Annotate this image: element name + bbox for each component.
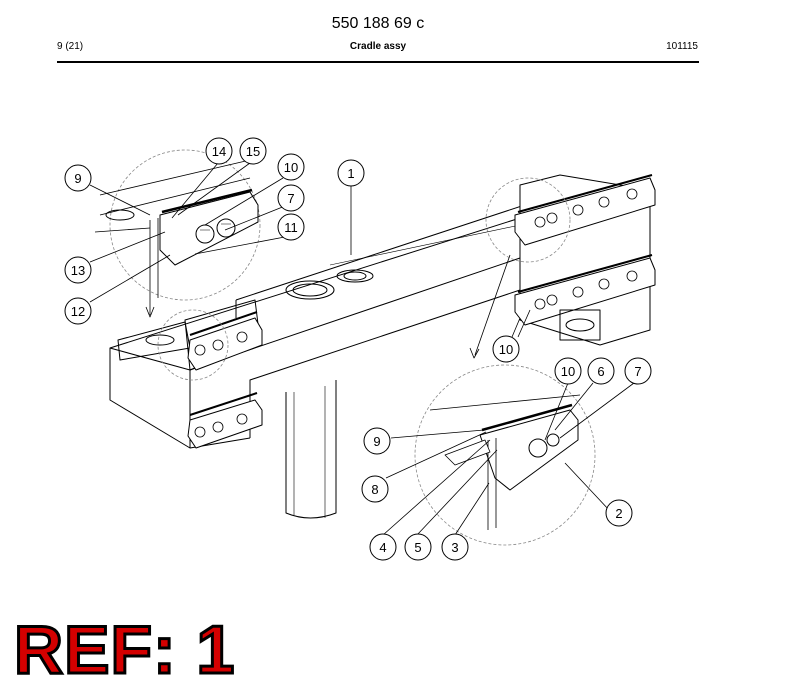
callout-11: 11 xyxy=(277,213,305,241)
svg-text:2: 2 xyxy=(615,506,622,521)
left-end-plate xyxy=(117,299,263,449)
svg-text:13: 13 xyxy=(71,263,85,278)
callout-10-upper: 10 xyxy=(277,153,305,181)
svg-text:5: 5 xyxy=(414,540,421,555)
callout-1: 1 xyxy=(337,159,365,187)
callout-8: 8 xyxy=(361,475,389,503)
callout-14: 14 xyxy=(205,137,233,165)
callout-7-lower: 7 xyxy=(624,357,652,385)
svg-text:7: 7 xyxy=(287,191,294,206)
svg-text:14: 14 xyxy=(212,144,226,159)
detail-circles xyxy=(109,149,596,546)
callout-3: 3 xyxy=(441,533,469,561)
svg-text:1: 1 xyxy=(347,166,354,181)
right-end-plate xyxy=(514,174,656,346)
header-divider xyxy=(57,61,699,63)
svg-text:4: 4 xyxy=(379,540,386,555)
page-title: Cradle assy xyxy=(349,41,407,52)
callout-6: 6 xyxy=(587,357,615,385)
svg-text:12: 12 xyxy=(71,304,85,319)
svg-text:10: 10 xyxy=(284,160,298,175)
post xyxy=(285,380,337,519)
date-code: 101115 xyxy=(666,41,698,52)
svg-text:15: 15 xyxy=(246,144,260,159)
callout-15: 15 xyxy=(239,137,267,165)
svg-text:9: 9 xyxy=(74,171,81,186)
callout-12: 12 xyxy=(64,297,92,325)
callout-4: 4 xyxy=(369,533,397,561)
callout-10-lower: 10 xyxy=(554,357,582,385)
callout-2: 2 xyxy=(605,499,633,527)
callout-13: 13 xyxy=(64,256,92,284)
svg-text:6: 6 xyxy=(597,364,604,379)
svg-text:9: 9 xyxy=(373,434,380,449)
callout-10-middle: 10 xyxy=(492,335,520,363)
svg-text:11: 11 xyxy=(284,220,298,235)
callout-9-lower: 9 xyxy=(363,427,391,455)
svg-text:8: 8 xyxy=(371,482,378,497)
callout-7-upper: 7 xyxy=(277,184,305,212)
page-number: 9 (21) xyxy=(57,41,84,52)
svg-text:3: 3 xyxy=(451,540,458,555)
svg-text:10: 10 xyxy=(561,364,575,379)
detail-pointer-lines xyxy=(145,254,511,359)
detail-view-upper-left xyxy=(94,159,259,300)
reference-label: REF: 1 xyxy=(12,612,236,688)
detail-view-lower-right xyxy=(429,394,581,530)
callout-9-upper: 9 xyxy=(64,164,92,192)
svg-text:7: 7 xyxy=(634,364,641,379)
bolt-heads xyxy=(194,188,638,438)
document-number: 550 188 69 c xyxy=(331,15,425,32)
callout-5: 5 xyxy=(404,533,432,561)
leader-lines xyxy=(89,162,635,536)
svg-text:10: 10 xyxy=(499,342,513,357)
